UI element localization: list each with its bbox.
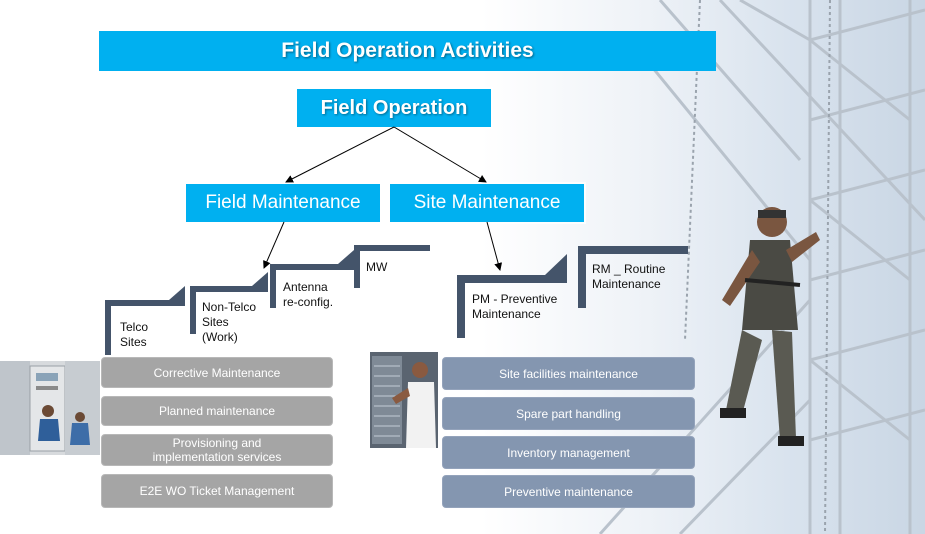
activity-preventive-maintenance: Preventive maintenance	[442, 475, 695, 508]
field-operation-node: Field Operation	[297, 89, 491, 127]
activity-corrective-maintenance: Corrective Maintenance	[101, 357, 333, 388]
category-antenna-reconfig: Antenna re-config.	[283, 280, 334, 309]
activity-planned-maintenance: Planned maintenance	[101, 396, 333, 426]
tower-climber-image	[598, 0, 925, 534]
field-maintenance-node: Field Maintenance	[186, 184, 380, 222]
activity-spare-part-handling: Spare part handling	[442, 397, 695, 430]
site-maintenance-node: Site Maintenance	[390, 184, 584, 222]
category-pm-preventive: PM - Preventive Maintenance	[472, 292, 558, 321]
activity-e2e-wo-ticket: E2E WO Ticket Management	[101, 474, 333, 508]
activity-inventory-management: Inventory management	[442, 436, 695, 469]
category-telco-sites: Telco Sites	[120, 320, 149, 349]
category-mw: MW	[366, 260, 388, 274]
technician-rack-photo	[370, 352, 438, 448]
category-rm-routine: RM _ Routine Maintenance	[592, 262, 666, 291]
category-non-telco-sites: Non-Telco Sites (Work)	[202, 300, 257, 344]
activity-provisioning-implementation: Provisioning and implementation services	[101, 434, 333, 466]
diagram-title: Field Operation Activities	[99, 31, 716, 71]
activity-site-facilities: Site facilities maintenance	[442, 357, 695, 390]
technicians-photo	[0, 361, 100, 455]
